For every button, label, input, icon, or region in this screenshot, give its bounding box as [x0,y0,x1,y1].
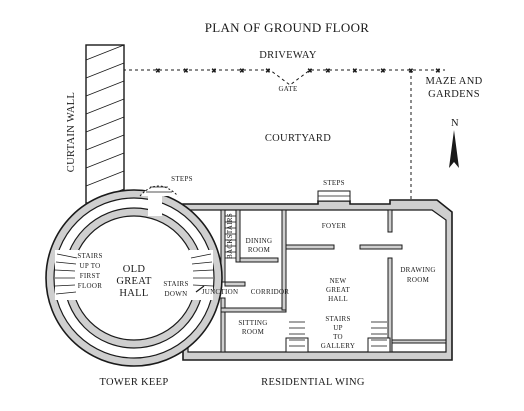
svg-text:×: × [212,67,216,75]
stairs-up-line2: UP TO [79,262,100,270]
svg-text:×: × [353,67,357,75]
gallery-stairs-line1: STAIRS [325,315,350,323]
driveway-label: DRIVEWAY [259,50,317,61]
svg-text:×: × [409,67,413,75]
gallery-stairs-line2: UP [333,324,343,332]
svg-text:×: × [436,67,440,75]
svg-text:×: × [156,67,160,75]
svg-text:×: × [326,67,330,75]
old-great-hall-line1: OLD [123,264,146,275]
svg-text:×: × [308,67,312,75]
sitting-room-line2: ROOM [242,328,265,336]
tower-keep [45,189,223,367]
gallery-stairs [289,321,387,347]
north-arrow-icon: N [449,118,459,168]
old-great-hall-line3: HALL [119,288,148,299]
stairs-up-line3: FIRST [80,272,101,280]
svg-text:×: × [381,67,385,75]
gate-label: GATE [278,85,297,93]
old-great-hall-line2: GREAT [116,276,152,287]
new-great-hall-line1: NEW [330,277,347,285]
new-great-hall-line2: GREAT [326,286,350,294]
maze-label-line2: GARDENS [428,89,480,100]
stairs-up-line1: STAIRS [77,252,102,260]
stairs-down-line1: STAIRS [163,280,188,288]
backstairs-label: BACKSTAIRS [226,213,234,259]
foyer-steps-label: STEPS [323,179,345,187]
north-label: N [451,118,459,129]
courtyard-label: COURTYARD [265,133,331,144]
curtain-wall-label: CURTAIN WALL [66,92,77,172]
foyer-steps [317,190,351,202]
sitting-room-line1: SITTING [238,319,267,327]
new-great-hall-line3: HALL [328,295,348,303]
tower-keep-label: TOWER KEEP [99,377,168,388]
tower-steps-label: STEPS [171,175,193,183]
junction-arrow-icon [195,285,205,293]
svg-text:×: × [240,67,244,75]
tower-steps [139,185,179,197]
corridor-label: CORRIDOR [251,288,290,296]
plan-title: PLAN OF GROUND FLOOR [205,20,370,35]
stairs-down-line2: DOWN [165,290,188,298]
dining-room-line2: ROOM [248,246,271,254]
gallery-stairs-line4: GALLERY [321,342,355,350]
stairs-up-line4: FLOOR [78,282,102,290]
driveway-fence: × × × × × × × × × × × [123,66,445,200]
backstairs [225,215,236,259]
gallery-stairs-line3: TO [333,333,343,341]
drawing-room-line1: DRAWING [400,266,435,274]
drawing-room-line2: ROOM [407,276,430,284]
svg-text:×: × [266,67,270,75]
junction-label: JUNCTION [202,288,239,296]
dining-room-line1: DINING [246,237,273,245]
residential-wing-label: RESIDENTIAL WING [261,377,365,388]
maze-label-line1: MAZE AND [426,76,483,87]
curtain-wall [85,44,125,205]
svg-text:×: × [184,67,188,75]
foyer-label: FOYER [322,222,346,230]
